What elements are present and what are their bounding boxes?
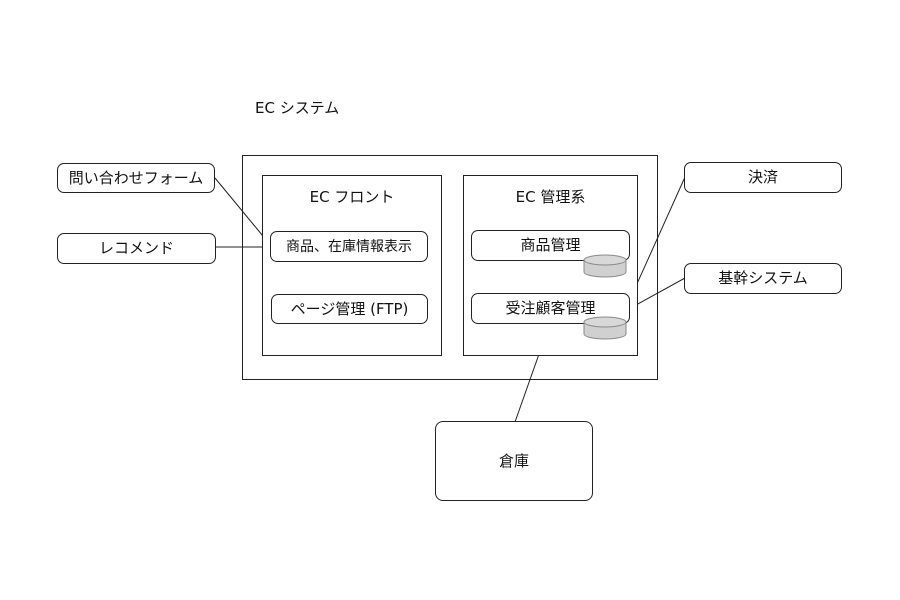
- diagram-title: EC システム: [255, 99, 340, 117]
- inquiry-form-node: 問い合わせフォーム: [57, 163, 215, 193]
- core-system-node: 基幹システム: [684, 263, 842, 294]
- page-management-node: ページ管理 (FTP): [271, 294, 428, 324]
- payment-node: 決済: [684, 162, 842, 193]
- ec-admin-label: EC 管理系: [515, 188, 586, 206]
- product-management-node: 商品管理: [471, 230, 630, 261]
- recommend-node: レコメンド: [57, 233, 216, 264]
- warehouse-node: 倉庫: [435, 421, 593, 501]
- ec-front-label: EC フロント: [309, 188, 395, 206]
- product-stock-display-node: 商品、在庫情報表示: [270, 231, 428, 262]
- ec-front-panel: EC フロント: [262, 175, 442, 356]
- ec-system-container: [242, 155, 658, 380]
- order-database-icon: [583, 316, 627, 340]
- product-database-icon: [583, 254, 627, 278]
